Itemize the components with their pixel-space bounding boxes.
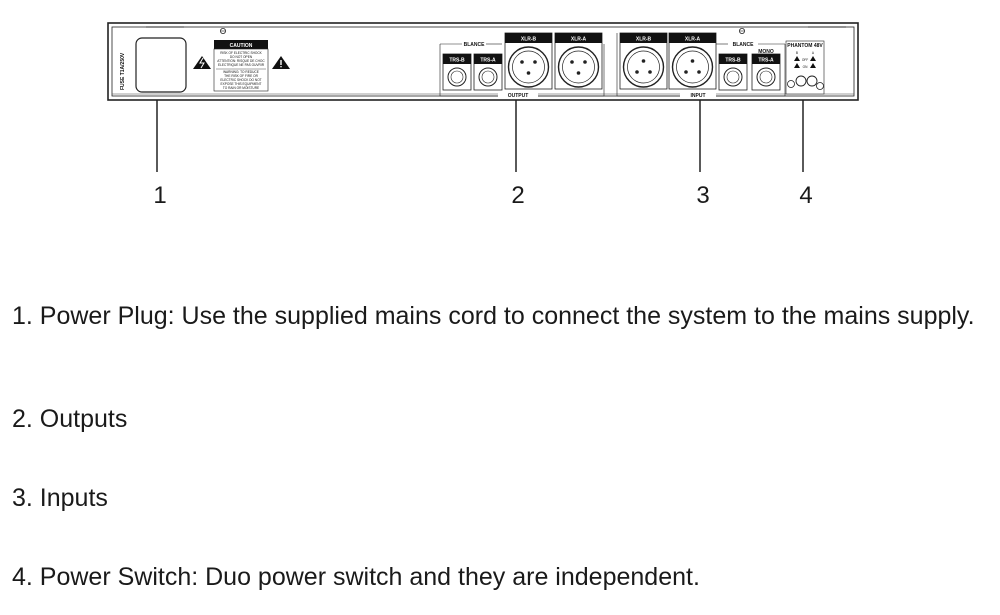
power-switch-b[interactable]: [795, 75, 807, 87]
phantom-power-section: PHANTOM 48V B A OFF ON: [785, 40, 825, 95]
output-trs-a-jack[interactable]: [478, 67, 498, 87]
screw-icon: [739, 27, 746, 34]
warning-line: EXPOSE THIS EQUIPMENT: [220, 82, 261, 86]
input-balance-label: BLANCE: [733, 42, 754, 48]
phantom-b-label: B: [796, 51, 798, 55]
output-trs-b-label: TRS-B: [449, 58, 465, 64]
input-trs-a-label: TRS-A: [758, 58, 774, 64]
phantom-indicator-b: [787, 80, 795, 88]
input-trs-b-label: TRS-B: [725, 58, 741, 64]
output-xlr-b-connector[interactable]: [507, 46, 550, 88]
power-switch-a[interactable]: [806, 75, 818, 87]
callout-leaders: [156, 100, 804, 172]
callout-number: 2: [511, 182, 524, 209]
caution-title: CAUTION: [230, 43, 253, 49]
output-xlr-b-label: XLR-B: [521, 37, 537, 43]
input-trs-a-jack[interactable]: [756, 67, 776, 87]
lightning-warning-icon: [193, 56, 211, 69]
output-group-label: OUTPUT: [508, 93, 529, 99]
input-mono-label: MONO: [758, 49, 774, 55]
callout-number: 1: [153, 182, 166, 209]
input-trs-b-jack[interactable]: [723, 67, 743, 87]
phantom-off-label: OFF: [802, 58, 808, 62]
warning-line: ELECTRIC SHOCK DO NOT: [220, 78, 261, 82]
input-xlr-b-connector[interactable]: [622, 46, 665, 88]
description-outputs: 2. Outputs: [12, 405, 128, 433]
callout-number: 4: [799, 182, 812, 209]
fuse-label: FUSE T1A/250V: [120, 52, 126, 90]
output-balance-label: BLANCE: [464, 42, 485, 48]
description-power-switch: 4. Power Switch: Duo power switch and th…: [12, 563, 700, 591]
input-group-label: INPUT: [691, 93, 706, 99]
ground-screw-icon: [219, 27, 226, 34]
caution-line: DO NOT OPEN: [230, 55, 253, 59]
description-power-plug: 1. Power Plug: Use the supplied mains co…: [12, 302, 975, 330]
warning-line: TO RAIN OR MOISTURE: [223, 86, 259, 90]
input-group: BLANCE INPUT XLR-B XLR-A TRS-B MONO TRS-…: [616, 27, 786, 99]
input-xlr-b-label: XLR-B: [636, 37, 652, 43]
warning-line: WARNING: TO REDUCE: [223, 70, 259, 74]
description-inputs: 3. Inputs: [12, 484, 108, 512]
output-trs-a-label: TRS-A: [480, 58, 496, 64]
caution-line: RISK OF ELECTRIC SHOCK: [220, 51, 262, 55]
caution-line: ELECTRIQUE NE PAS OUVRIR: [218, 63, 265, 67]
warning-line: THE RISK OF FIRE OR: [224, 74, 259, 78]
output-xlr-a-label: XLR-A: [571, 37, 587, 43]
power-inlet[interactable]: [135, 37, 187, 93]
output-group: BLANCE OUTPUT TRS-B TRS-A XLR-B XLR-A: [439, 32, 605, 99]
phantom-a-label: A: [812, 51, 815, 55]
input-xlr-a-label: XLR-A: [685, 37, 701, 43]
output-trs-b-jack[interactable]: [447, 67, 467, 87]
output-xlr-a-connector[interactable]: [557, 46, 600, 88]
phantom-title: PHANTOM 48V: [787, 43, 823, 49]
phantom-indicator-a: [816, 82, 824, 90]
input-xlr-a-connector[interactable]: [671, 46, 714, 88]
callout-number: 3: [696, 182, 709, 209]
exclamation-warning-icon: [272, 56, 290, 69]
caution-line: ATTENTION: RISQUE DE CHOC: [217, 59, 265, 63]
phantom-on-label: ON: [803, 65, 808, 69]
caution-label: CAUTION RISK OF ELECTRIC SHOCK DO NOT OP…: [213, 40, 269, 92]
rear-panel-diagram: FUSE T1A/250V CAUTION RISK OF ELECTRIC S…: [107, 22, 859, 209]
